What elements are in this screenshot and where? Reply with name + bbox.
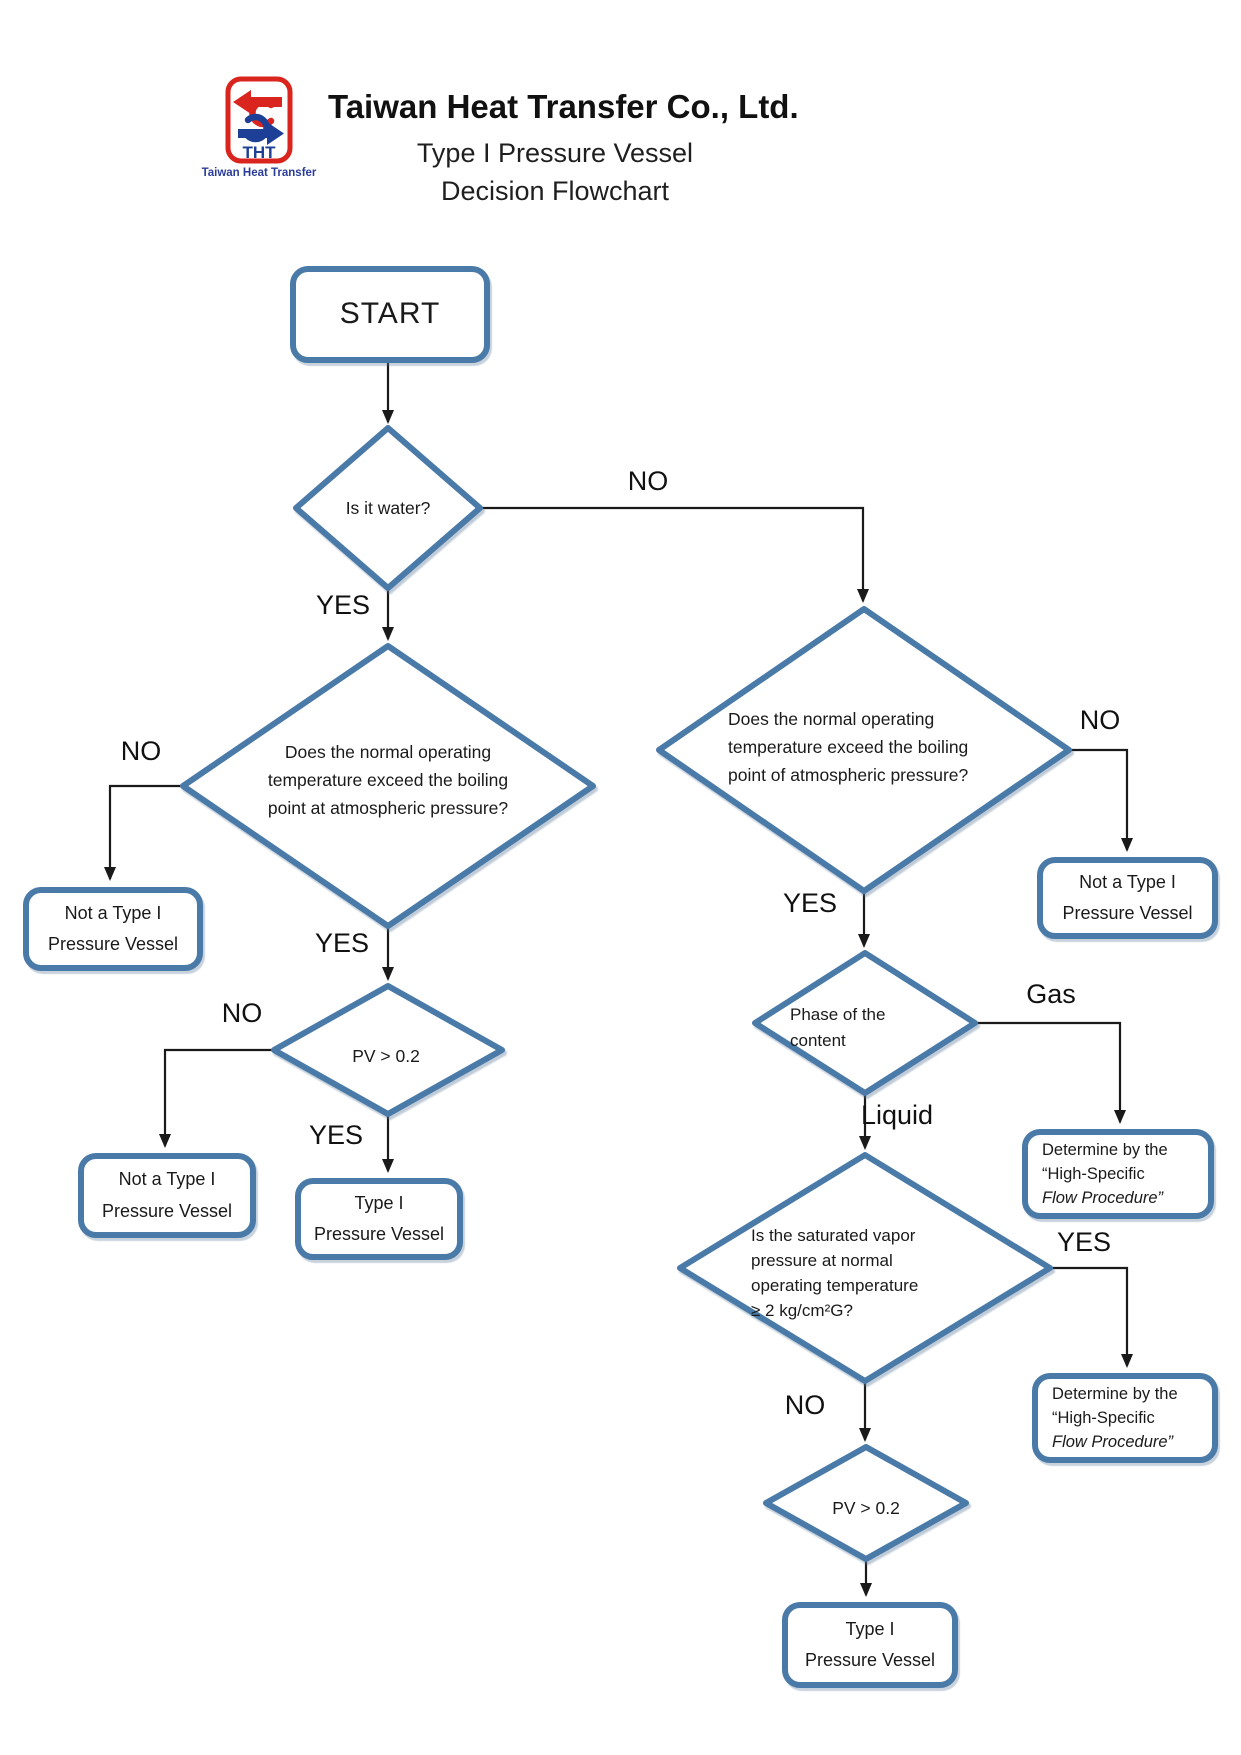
- branch-label-rightboiling-no: NO: [1079, 705, 1121, 735]
- right-type1-line1: Type I: [845, 1618, 895, 1639]
- left-not-type1-node-a: Not a Type I Pressure Vessel: [23, 887, 203, 971]
- determine-yes-node: Determine by the “High-Specific Flow Pro…: [1032, 1373, 1218, 1463]
- branch-label-phase-liquid: Liquid: [860, 1100, 934, 1130]
- decision-left-boiling-line2: temperature exceed the boiling: [267, 770, 509, 790]
- decision-left-pv-label: PV > 0.2: [352, 1046, 420, 1066]
- left-not-type1-a-line1: Not a Type I: [64, 902, 162, 923]
- decision-vapor-label: Is the saturated vapor pressure at norma…: [751, 1223, 991, 1323]
- left-not-type1-a-line2: Pressure Vessel: [47, 934, 179, 954]
- decision-phase-line2: content: [790, 1031, 846, 1050]
- determine-gas-line3: Flow Procedure”: [1042, 1189, 1164, 1207]
- decision-vapor-diamond: [677, 1152, 1053, 1384]
- left-not-type1-b-line1: Not a Type I: [118, 1169, 216, 1189]
- decision-right-boiling-line3: point of atmospheric pressure?: [728, 765, 969, 785]
- logo-arrow-right-icon: [238, 122, 284, 145]
- logo-acronym: THT: [242, 143, 276, 162]
- decision-is-water-diamond: [293, 425, 483, 591]
- right-not-type1-node: Not a Type I Pressure Vessel: [1037, 857, 1218, 939]
- decision-vapor-line1: Is the saturated vapor: [751, 1226, 916, 1245]
- determine-yes-line3: Flow Procedure”: [1052, 1433, 1174, 1451]
- decision-left-boiling-line3: point at atmospheric pressure?: [267, 798, 509, 818]
- decision-vapor-line2: pressure at normal: [751, 1251, 893, 1270]
- decision-vapor-line3: operating temperature: [751, 1276, 919, 1295]
- left-type1-line2: Pressure Vessel: [313, 1224, 445, 1244]
- company-logo: THT: [225, 76, 293, 164]
- connectors-group: [104, 363, 1133, 1597]
- decision-phase-diamond: [752, 950, 978, 1096]
- decision-phase-label: Phase of the content: [790, 1002, 960, 1054]
- decision-phase-line1: Phase of the: [790, 1005, 886, 1024]
- branch-label-vapor-no: NO: [784, 1390, 826, 1420]
- chart-subtitle-line1: Type I Pressure Vessel: [416, 138, 694, 168]
- branch-label-water-no: NO: [627, 466, 669, 496]
- branch-label-water-yes: YES: [315, 590, 371, 620]
- determine-gas-line1: Determine by the: [1042, 1141, 1168, 1159]
- branch-label-leftboiling-yes: YES: [314, 928, 370, 958]
- decision-is-water-label: Is it water?: [345, 498, 431, 518]
- logo-arrow-left-icon: [233, 90, 282, 114]
- page-title: Taiwan Heat Transfer Co., Ltd.: [328, 88, 799, 125]
- branch-label-rightboiling-yes: YES: [782, 888, 838, 918]
- diamonds-group: [180, 425, 1072, 1562]
- left-type1-line1: Type I: [354, 1192, 404, 1213]
- start-node: START: [290, 266, 490, 363]
- logo-graphic: THT: [225, 76, 293, 164]
- decision-left-boiling-line1: Does the normal operating: [284, 742, 492, 762]
- branch-label-phase-gas: Gas: [1026, 979, 1076, 1009]
- left-not-type1-b-line2: Pressure Vessel: [101, 1200, 233, 1221]
- decision-left-pv-diamond: [271, 983, 505, 1117]
- start-label: START: [339, 297, 441, 331]
- decision-right-boiling-line2: temperature exceed the boiling: [728, 737, 969, 757]
- determine-gas-node: Determine by the “High-Specific Flow Pro…: [1022, 1129, 1214, 1219]
- decision-right-pv-label: PV > 0.2: [832, 1498, 900, 1518]
- right-not-type1-line1: Not a Type I: [1079, 871, 1176, 892]
- decision-right-boiling-label: Does the normal operating temperature ex…: [728, 705, 1028, 789]
- branch-label-leftboiling-no: NO: [120, 736, 162, 766]
- connector-vapor-yes: [1050, 1266, 1133, 1368]
- right-not-type1-line2: Pressure Vessel: [1062, 903, 1193, 923]
- logo-caption: Taiwan Heat Transfer: [201, 167, 317, 179]
- connector-phase-gas: [975, 1021, 1126, 1124]
- determine-yes-line1: Determine by the: [1052, 1385, 1178, 1403]
- branch-label-leftpv-yes: YES: [308, 1120, 364, 1150]
- determine-yes-line2: “High-Specific: [1052, 1409, 1155, 1427]
- connector-water-no: [480, 506, 869, 603]
- decision-left-boiling-label: Does the normal operating temperature ex…: [233, 738, 543, 822]
- determine-gas-line2: “High-Specific: [1042, 1165, 1145, 1183]
- left-not-type1-node-b: Not a Type I Pressure Vessel: [78, 1153, 256, 1238]
- decision-vapor-line4: ≥ 2 kg/cm²G?: [751, 1301, 853, 1320]
- connector-rightboiling-no: [1069, 748, 1133, 852]
- decision-right-pv-diamond: [763, 1444, 969, 1562]
- right-type1-node: Type I Pressure Vessel: [782, 1602, 958, 1688]
- chart-subtitle-line2: Decision Flowchart: [440, 176, 670, 206]
- decision-right-boiling-diamond: [656, 606, 1072, 894]
- branch-label-vapor-yes: YES: [1056, 1227, 1112, 1257]
- decision-left-boiling-diamond: [180, 643, 596, 929]
- branch-label-leftpv-no: NO: [221, 998, 263, 1028]
- connector-leftboiling-no: [104, 784, 183, 881]
- connector-leftpv-no: [159, 1048, 274, 1148]
- right-type1-line2: Pressure Vessel: [804, 1650, 936, 1670]
- logo-swirl-blue: [244, 113, 270, 143]
- decision-right-boiling-line1: Does the normal operating: [728, 709, 935, 729]
- left-type1-node: Type I Pressure Vessel: [295, 1178, 463, 1260]
